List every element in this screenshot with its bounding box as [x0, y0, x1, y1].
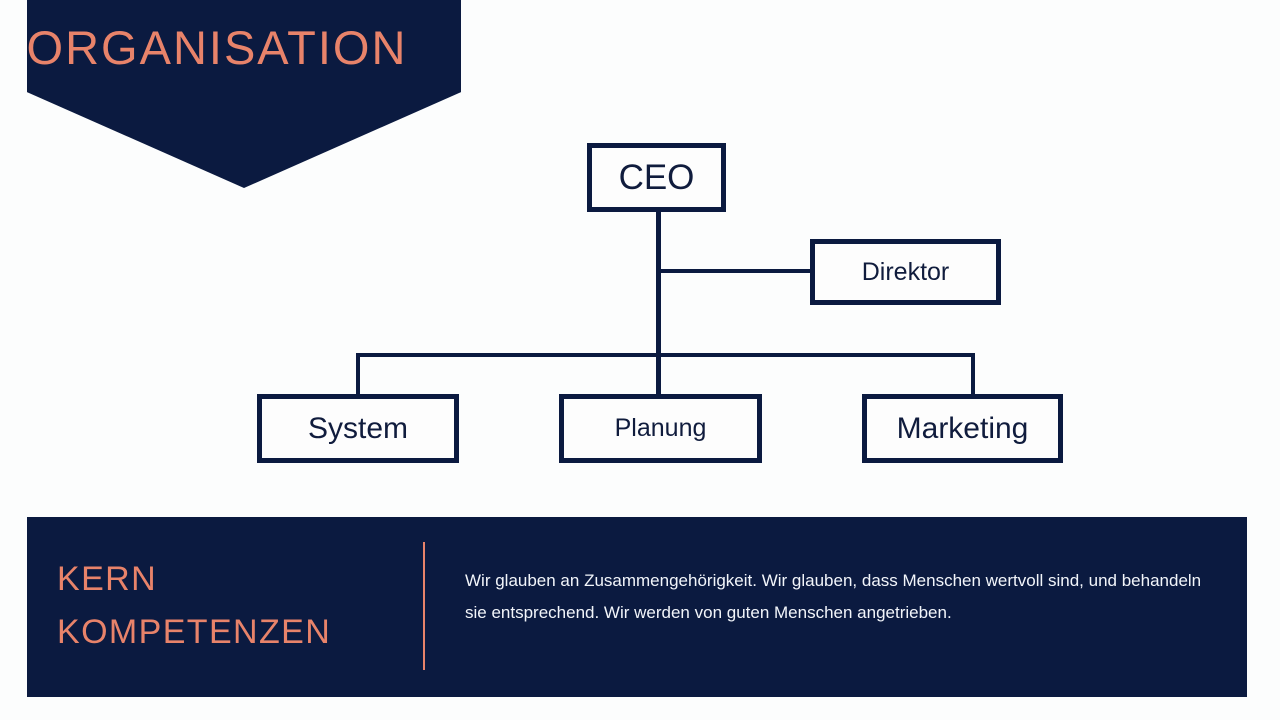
org-node-marketing[interactable]: Marketing: [862, 394, 1063, 463]
org-node-direktor[interactable]: Direktor: [810, 239, 1001, 305]
band-heading-line2: KOMPETENZEN: [57, 612, 332, 651]
connector-ceo-to-direktor: [658, 269, 812, 273]
core-competencies-band: KERN KOMPETENZEN Wir glauben an Zusammen…: [27, 517, 1247, 697]
org-node-ceo[interactable]: CEO: [587, 143, 726, 212]
connector-distribution-bar: [357, 353, 975, 357]
band-heading-line1: KERN: [57, 560, 158, 598]
band-heading: KERN KOMPETENZEN: [57, 553, 427, 658]
band-divider: [423, 542, 425, 670]
connector-drop-marketing: [971, 353, 975, 396]
connector-drop-system: [356, 353, 360, 396]
org-chart: CEO Direktor System Planung Marketing: [257, 143, 1063, 463]
connector-ceo-trunk: [656, 210, 661, 396]
band-body-text: Wir glauben an Zusammengehörigkeit. Wir …: [465, 571, 1202, 623]
page-title: ORGANISATION: [26, 21, 408, 74]
org-node-planung[interactable]: Planung: [559, 394, 762, 463]
org-node-system[interactable]: System: [257, 394, 459, 463]
